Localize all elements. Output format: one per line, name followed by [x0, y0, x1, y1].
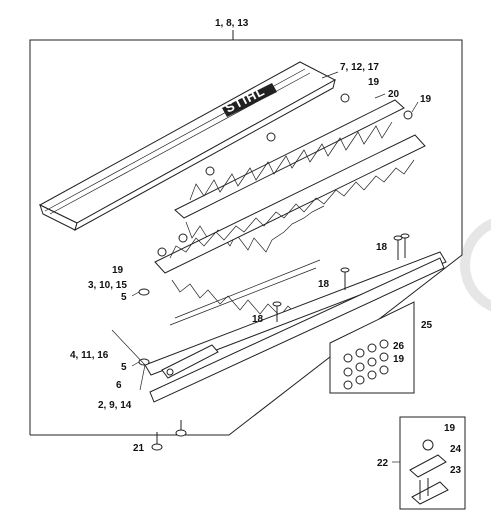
washer	[131, 288, 150, 297]
callout-guard: 7, 12, 17	[340, 62, 379, 73]
callout-nut-b: 19	[420, 94, 432, 105]
callout-top: 1, 8, 13	[215, 18, 249, 29]
kit-nuts	[343, 339, 389, 390]
screw	[151, 420, 187, 451]
bolt	[272, 301, 282, 322]
callout-bolt-b: 18	[318, 279, 330, 290]
lever-part	[161, 344, 219, 379]
watermark-logo	[460, 218, 491, 312]
assembly-frame	[29, 39, 463, 436]
upper-comb-blade	[174, 93, 419, 253]
callout-assembly: 22	[377, 458, 389, 469]
callout-washer-b: 5	[121, 362, 127, 373]
callout-lever: 6	[116, 380, 122, 391]
hex-nut	[340, 93, 350, 103]
callout-bolt-a: 18	[376, 242, 388, 253]
callout-kit-nut: 19	[393, 354, 405, 365]
callout-nut-c: 19	[112, 265, 124, 276]
callout-screw: 21	[133, 443, 145, 454]
hex-nut	[266, 132, 276, 142]
callout-asm-nut: 19	[444, 423, 456, 434]
lower-cutter-bar	[144, 251, 447, 403]
kit-box	[329, 301, 415, 394]
callout-bolt-c: 18	[252, 314, 264, 325]
bracket-leader	[111, 329, 146, 391]
washer	[131, 358, 150, 367]
bolt	[340, 267, 350, 290]
small-assembly-box	[392, 416, 466, 510]
callout-asm-part-a: 24	[450, 444, 462, 455]
callout-plate: 2, 9, 14	[98, 400, 132, 411]
guard-leader	[321, 71, 339, 79]
callout-blade-upper: 20	[388, 89, 400, 100]
callout-nut-a: 19	[368, 77, 380, 88]
hex-nut	[205, 166, 215, 176]
upper-cutter-blade	[154, 134, 426, 319]
hex-nut	[422, 439, 434, 451]
hex-nut	[403, 110, 413, 120]
callout-washer-a: 5	[121, 292, 127, 303]
hex-nut	[178, 233, 188, 243]
blade-piece	[411, 481, 449, 505]
callout-kit: 25	[421, 320, 433, 331]
hex-nut	[157, 247, 167, 257]
callout-kit-part: 26	[393, 341, 405, 352]
callout-cutter-lower: 4, 11, 16	[70, 350, 109, 361]
blade-piece	[409, 454, 447, 478]
callout-cutter-upper: 3, 10, 15	[88, 280, 127, 291]
bolt	[393, 233, 410, 260]
callout-asm-part-b: 23	[450, 465, 462, 476]
